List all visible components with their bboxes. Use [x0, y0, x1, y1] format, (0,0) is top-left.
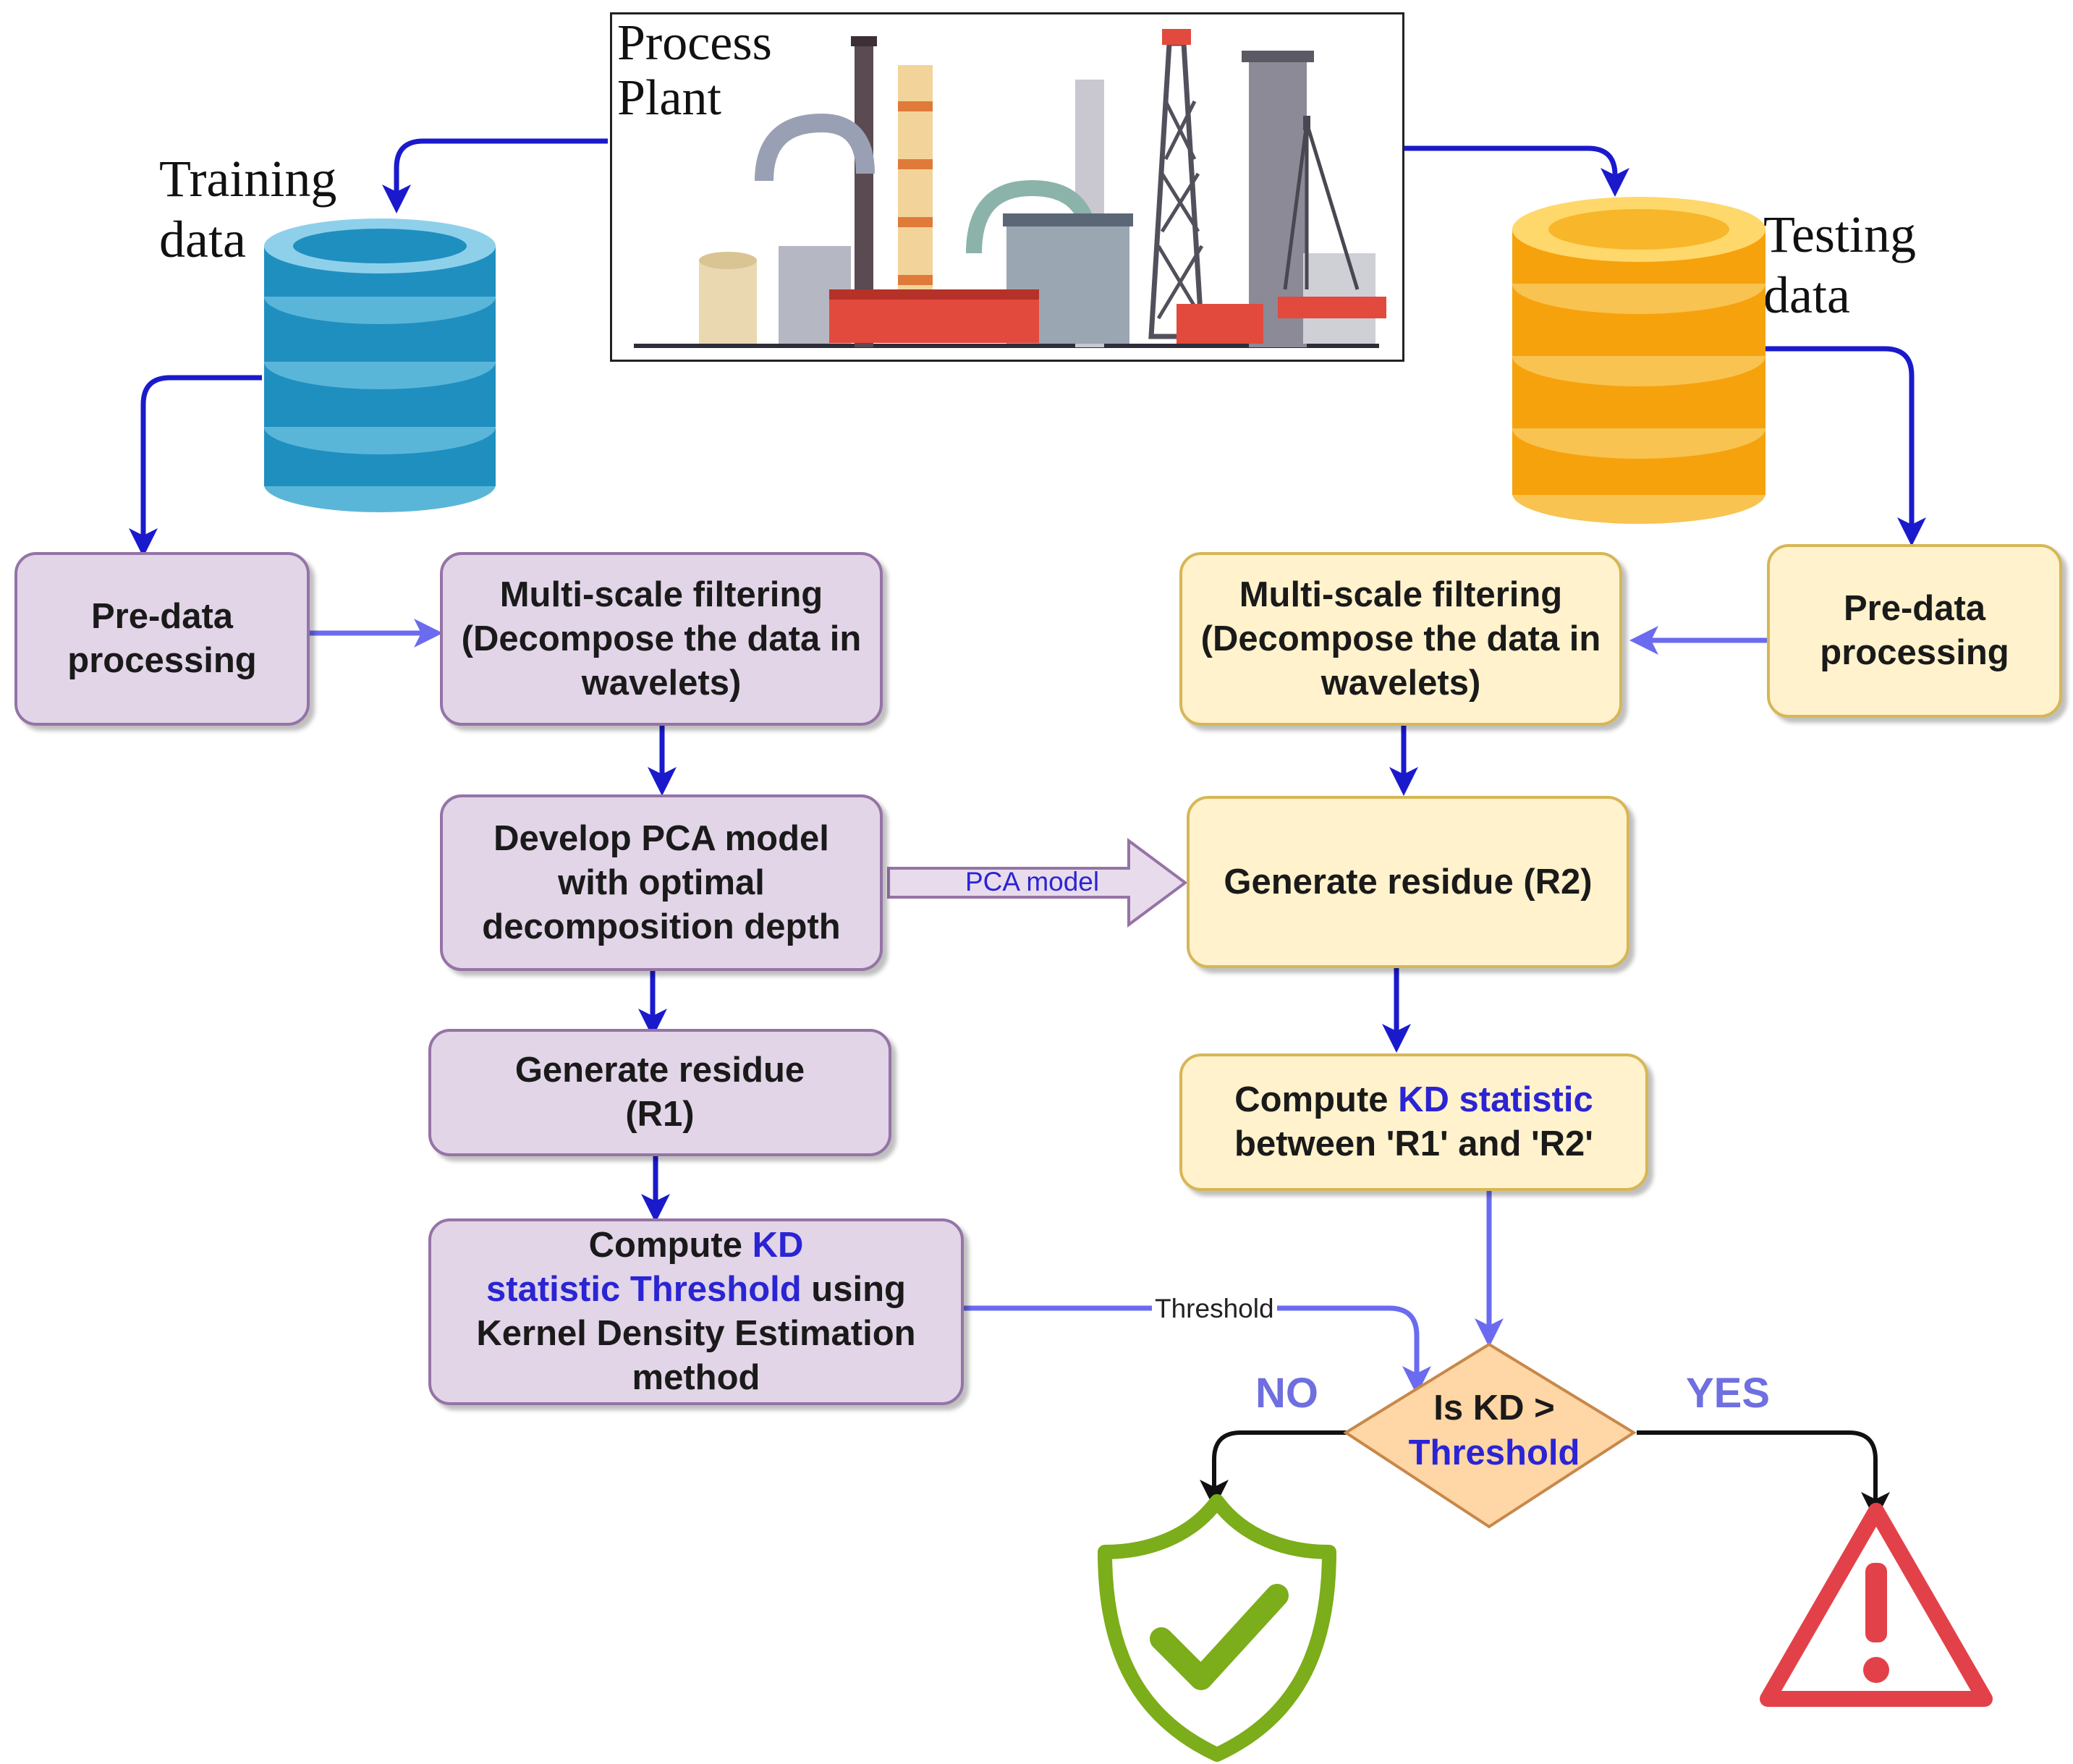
pca-model-edge-label: PCA model [965, 867, 1100, 896]
left-predata-line2: processing [67, 641, 257, 680]
right-msf-line1: Multi-scale filtering [1239, 574, 1563, 614]
shield-check-icon [1098, 1494, 1336, 1762]
left-msf-line3: wavelets) [581, 663, 742, 703]
left-msf-box: Multi-scale filtering (Decompose the dat… [440, 552, 883, 726]
left-msf-line2: (Decompose the data in [461, 619, 862, 658]
right-predata-line2: processing [1820, 633, 2009, 672]
decision-diamond [1343, 1342, 1637, 1529]
kd-threshold-w3: statistic Threshold [486, 1270, 802, 1309]
right-msf-box: Multi-scale filtering (Decompose the dat… [1179, 552, 1622, 726]
kd-statistic-line2: between 'R1' and 'R2' [1234, 1124, 1593, 1163]
threshold-edge-label: Threshold [1152, 1294, 1277, 1324]
factory-illustration [634, 29, 1386, 348]
right-msf-line3: wavelets) [1320, 663, 1481, 703]
kd-threshold-w1: Compute [588, 1226, 753, 1265]
kd-threshold-box: Compute KD statistic Threshold using Ker… [428, 1218, 964, 1405]
warning-triangle-icon [1760, 1503, 1993, 1707]
training-data-label: Training data [159, 148, 336, 270]
decision-line1: Is KD > [1433, 1388, 1555, 1428]
testing-data-label: Testing data [1763, 204, 1916, 326]
residue-r1-line1: Generate residue [514, 1051, 805, 1090]
pca-line1: Develop PCA model [493, 818, 829, 858]
testing-label-line2: data [1763, 266, 1850, 324]
arrow-decision-yes [1637, 1430, 1890, 1521]
kd-threshold-line3: Kernel Density Estimation [476, 1314, 916, 1353]
decision-text: Is KD > Threshold [1360, 1386, 1628, 1475]
kd-statistic-box: Compute KD statistic between 'R1' and 'R… [1179, 1053, 1648, 1191]
arrow-plant-to-testing [1404, 145, 1629, 197]
arrow-decision-no [1200, 1430, 1347, 1509]
arrow-training-to-predata [129, 375, 262, 557]
right-predata-line1: Pre-data [1843, 589, 1986, 628]
decision-no-label: NO [1255, 1370, 1318, 1417]
right-predata-box: Pre-data processing [1767, 544, 2062, 718]
pca-line3: decomposition depth [482, 907, 841, 946]
testing-label-line1: Testing [1763, 205, 1916, 263]
decision-line2: Threshold [1408, 1433, 1580, 1472]
decision-yes-label: YES [1686, 1370, 1771, 1417]
arrow-pca-model [887, 838, 1188, 928]
kd-threshold-w2: KD [752, 1226, 804, 1265]
process-plant-panel: Process Plant [610, 12, 1404, 362]
arrow-threshold-to-decision [962, 1305, 1431, 1395]
residue-r1-line2: (R1) [625, 1095, 695, 1134]
left-msf-line1: Multi-scale filtering [499, 574, 823, 614]
kd-threshold-w4: using [801, 1270, 906, 1309]
right-msf-line2: (Decompose the data in [1200, 619, 1601, 658]
database-icon [264, 219, 496, 512]
database-icon [1512, 197, 1765, 524]
left-predata-box: Pre-data processing [14, 552, 310, 726]
kd-threshold-line4: method [632, 1358, 760, 1397]
kd-statistic-w2: KD statistic [1398, 1080, 1593, 1119]
kd-statistic-w1: Compute [1234, 1080, 1399, 1119]
residue-r2-line1: Generate residue (R2) [1224, 862, 1593, 902]
plant-title-line2: Plant [617, 70, 721, 126]
pca-model-box: Develop PCA model with optimal decomposi… [440, 794, 883, 971]
training-label-line2: data [159, 211, 246, 268]
residue-r1-box: Generate residue (R1) [428, 1029, 891, 1156]
arrow-testing-to-predata [1765, 346, 1926, 546]
plant-title-line1: Process [617, 15, 772, 71]
residue-r2-box: Generate residue (R2) [1187, 796, 1629, 968]
arrow-plant-to-training [382, 138, 608, 213]
pca-line2: with optimal [558, 862, 765, 902]
left-predata-line1: Pre-data [90, 597, 234, 636]
training-label-line1: Training [159, 150, 337, 208]
